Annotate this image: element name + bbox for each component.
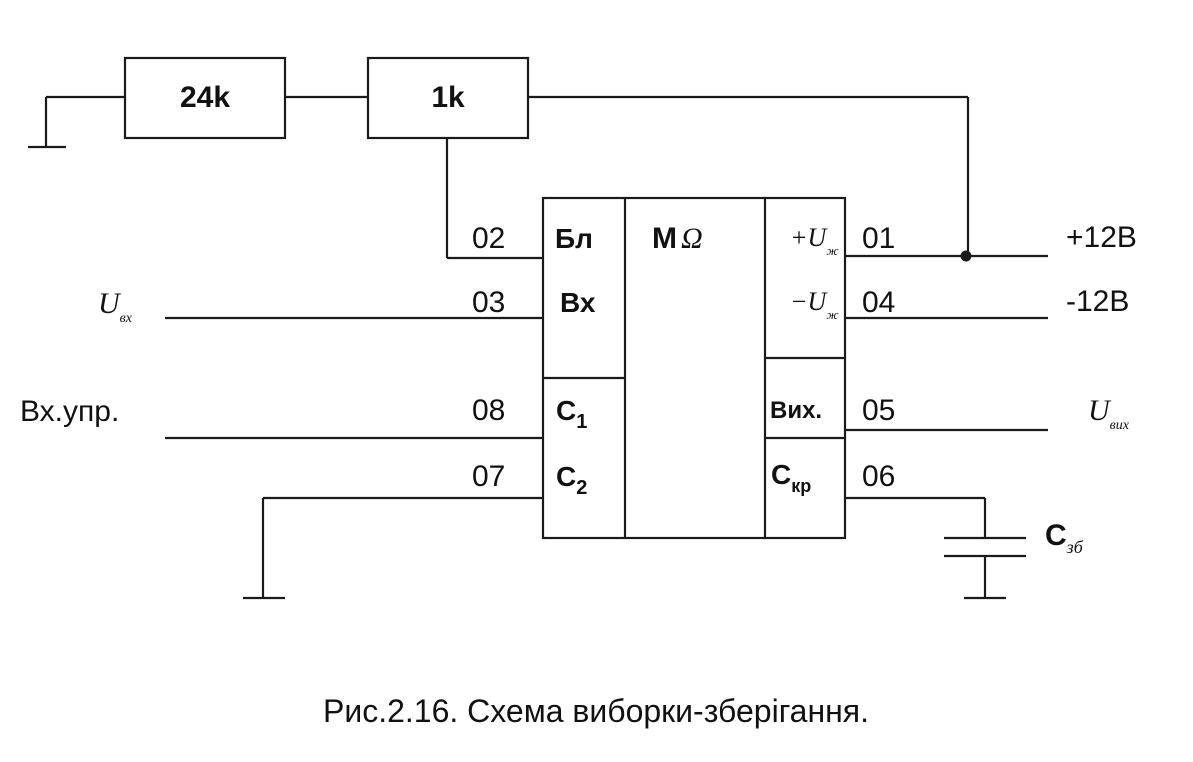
pin-number-06: 06 — [862, 460, 895, 493]
pin-label-ckr: Cкр — [771, 459, 811, 496]
figure-caption: Рис.2.16. Схема виборки-зберігання. — [323, 693, 869, 729]
pin-label-c1: C1 — [556, 395, 587, 433]
pin-number-03: 03 — [472, 286, 505, 319]
input-voltage-label: Uвх — [98, 287, 133, 326]
capacitor-label: Cзб — [1045, 519, 1084, 557]
control-input-label: Вх.упр. — [20, 395, 119, 428]
pin-label-vx: Вх — [560, 287, 596, 318]
output-voltage-label: Uвих — [1088, 394, 1130, 433]
pin-label-vyh: Вих. — [770, 397, 822, 424]
chip-body — [541, 196, 847, 540]
pin-number-02: 02 — [472, 222, 505, 255]
resistor-24k-label: 24k — [180, 81, 230, 114]
pin-number-07: 07 — [472, 460, 505, 493]
pin-number-05: 05 — [862, 394, 895, 427]
left-connections: 02 03 08 07 Uвх Вх.упр. — [20, 222, 543, 600]
resistor-1k-label: 1k — [431, 81, 465, 114]
pin-number-01: 01 — [862, 222, 895, 255]
pin-number-04: 04 — [862, 286, 895, 319]
pin-label-bl: Бл — [555, 223, 593, 254]
right-connections: 01 04 05 06 +12В -12В Uвих Cзб — [845, 221, 1137, 600]
pin-number-08: 08 — [472, 394, 505, 427]
supply-neg-label: -12В — [1066, 285, 1129, 318]
pin-label-c2: C2 — [556, 461, 587, 499]
resistor-chain: 24k 1k — [28, 56, 970, 260]
pin-label-plus-u: +Uж — [790, 223, 838, 258]
supply-pos-label: +12В — [1066, 221, 1137, 254]
pin-label-minus-u: −Uж — [790, 287, 838, 322]
junction-dot — [960, 250, 972, 262]
